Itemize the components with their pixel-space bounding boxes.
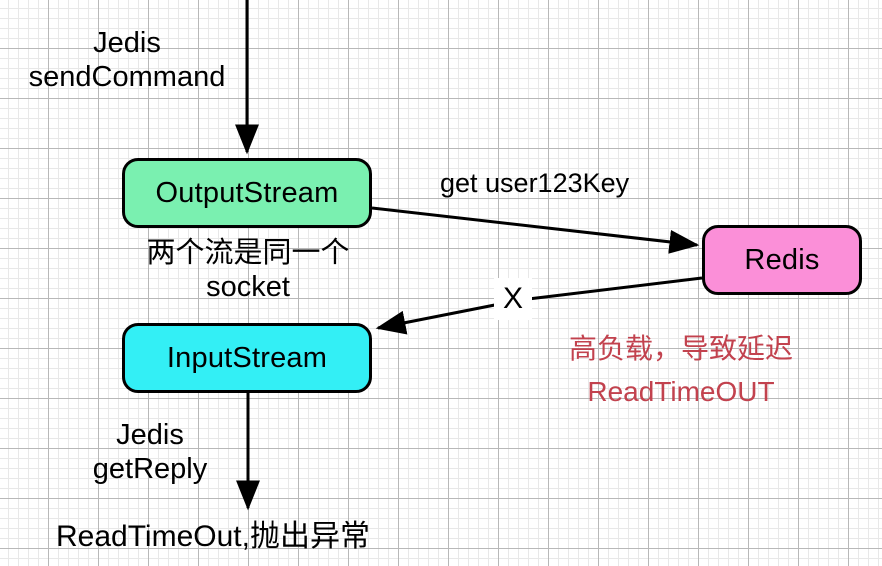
label-get-user123key: get user123Key bbox=[440, 168, 630, 198]
label-same-socket-line1: 两个流是同一个 bbox=[146, 237, 350, 269]
label-jedis-get-reply-line2: getReply bbox=[92, 453, 208, 486]
blocked-x-icon: X bbox=[494, 278, 532, 320]
edge-x-to-inputstream bbox=[375, 300, 511, 335]
label-readtimeout-throw-exception: ReadTimeOut,抛出异常 bbox=[56, 520, 370, 553]
node-inputstream-label: InputStream bbox=[166, 341, 328, 374]
node-redis-label: Redis bbox=[744, 243, 820, 276]
label-jedis-send-command-line2: sendCommand bbox=[28, 61, 226, 94]
node-outputstream[interactable]: OutputStream bbox=[122, 158, 372, 228]
label-jedis-send-command: Jedis sendCommand bbox=[16, 26, 238, 94]
edge-outputstream-to-redis bbox=[371, 206, 700, 254]
label-same-socket-note: 两个流是同一个 socket bbox=[112, 236, 384, 304]
label-jedis-send-command-line1: Jedis bbox=[93, 27, 161, 59]
label-jedis-get-reply: Jedis getReply bbox=[60, 418, 240, 486]
node-inputstream[interactable]: InputStream bbox=[122, 323, 372, 393]
label-jedis-get-reply-line1: Jedis bbox=[116, 419, 184, 451]
node-redis[interactable]: Redis bbox=[702, 225, 862, 295]
label-same-socket-line2: socket bbox=[206, 271, 290, 304]
label-readtimeout-warning: ReadTimeOUT bbox=[587, 376, 775, 407]
edge-redis-to-x bbox=[519, 276, 703, 302]
label-high-load-warning: 高负载，导致延迟 bbox=[568, 333, 793, 364]
node-outputstream-label: OutputStream bbox=[155, 176, 339, 209]
